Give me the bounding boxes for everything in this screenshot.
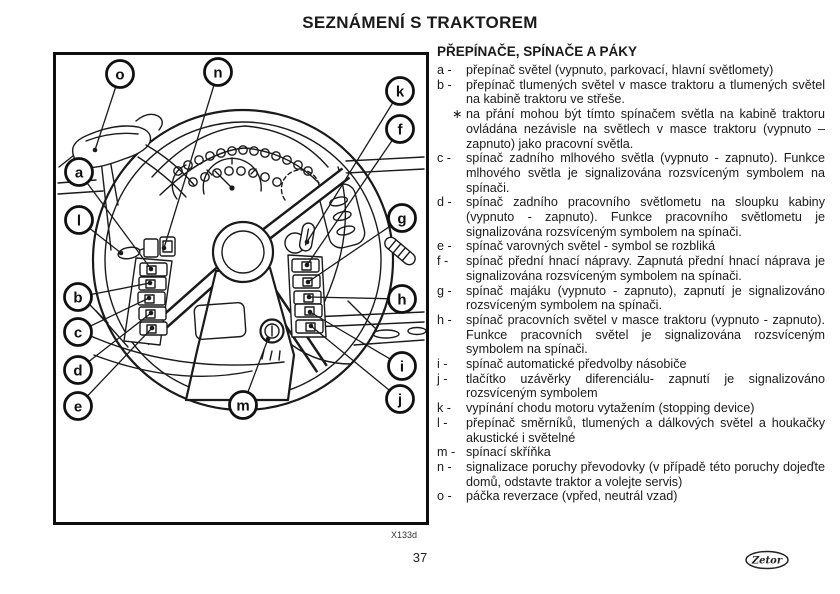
svg-text:f: f	[398, 122, 404, 139]
item-text: tlačítko uzávěrky diferenciálu- zapnutí …	[466, 371, 825, 401]
figure-code: X133d	[390, 530, 417, 540]
item-text: přepínač světel (vypnuto, parkovací, hla…	[466, 63, 774, 77]
svg-text:o: o	[115, 67, 124, 84]
item-label: b -	[437, 77, 452, 92]
callout-e: e	[63, 391, 93, 421]
item-text: spínač zadního pracovního světlometu na …	[466, 195, 825, 239]
item-text: páčka reverzace (vpřed, neutrál vzad)	[466, 489, 678, 504]
steering-column	[83, 266, 352, 402]
item-label: d -	[437, 195, 452, 210]
svg-text:i: i	[400, 359, 404, 376]
item-label: g -	[437, 283, 452, 298]
legend-item-a: a - přepínač světel (vypnuto, parkovací, …	[437, 63, 825, 78]
item-text: spínač zadního mlhového světla (vypnuto …	[466, 151, 825, 195]
item-text: signalizace poruchy převodovky (v případ…	[466, 459, 825, 489]
callout-h: h	[387, 284, 417, 314]
legend-item-k: k - vypínání chodu motoru vytažením (stop…	[437, 401, 825, 416]
legend-item-o: o - páčka reverzace (vpřed, neutrál vzad)	[437, 489, 825, 504]
legend-item-d: d - spínač zadního pracovního světlometu …	[437, 195, 825, 239]
callout-d: d	[63, 355, 93, 385]
item-label: o -	[437, 489, 452, 504]
right-switch-panel	[284, 222, 327, 338]
svg-text:h: h	[397, 292, 406, 309]
page-number: 37	[412, 550, 428, 565]
item-text: spínač automatické předvolby násobiče	[466, 357, 687, 372]
legend-item-e: e - spínač varovných světel - symbol se r…	[437, 239, 825, 254]
legend-item-h: h - spínač pracovních světel v masce trak…	[437, 313, 825, 357]
svg-text:l: l	[77, 213, 81, 230]
item-label: k -	[437, 401, 451, 416]
item-label: c -	[437, 151, 451, 166]
legend-item-b: b - přepínač tlumených světel v masce tra…	[437, 78, 825, 107]
legend-item-i: i - spínač automatické předvolby násobiče	[437, 357, 825, 372]
stopping-device-knob	[298, 222, 316, 252]
item-label: n -	[437, 459, 452, 474]
callout-c: c	[63, 317, 93, 347]
item-text: spínač varovných světel - symbol se rozb…	[466, 239, 716, 254]
callout-a: a	[64, 157, 94, 187]
legend-item-l: l - přepínač směrníků, tlumených a dálkov…	[437, 416, 825, 445]
callout-i: i	[387, 351, 417, 381]
item-label: a -	[437, 63, 452, 77]
svg-text:m: m	[236, 398, 249, 415]
asterisk-marker: ∗	[452, 107, 463, 122]
svg-text:k: k	[396, 84, 405, 101]
item-text: spínací skříňka	[466, 445, 551, 460]
callout-b: b	[63, 282, 93, 312]
legend-section: PŘEPÍNAČE, SPÍNAČE A PÁKY a - přepínač sv…	[437, 44, 825, 504]
section-heading: PŘEPÍNAČE, SPÍNAČE A PÁKY	[437, 44, 638, 59]
svg-text:c: c	[74, 325, 82, 342]
item-label: e -	[437, 239, 452, 254]
item-label: j -	[437, 371, 448, 386]
left-switch-panel	[123, 236, 176, 346]
instrument-cluster	[151, 125, 366, 249]
item-text: spínač majáku (vypnuto - zapnuto), zapnu…	[466, 283, 825, 313]
callout-j: j	[385, 384, 415, 414]
item-label: f -	[437, 254, 449, 269]
item-label: i -	[437, 357, 448, 372]
logo-text: Zetor	[751, 556, 783, 567]
hand-throttle-lever	[384, 236, 416, 266]
logo-oval	[745, 550, 789, 570]
item-text: přepínač směrníků, tlumených a dálkových…	[466, 415, 825, 445]
leader-lines	[77, 71, 403, 407]
item-text: spínač přední hnací nápravy. Zapnutá pře…	[466, 254, 825, 283]
ignition-switch	[259, 318, 285, 344]
callout-l: l	[64, 205, 94, 235]
item-text: přepínač tlumených světel v masce trakto…	[466, 77, 825, 107]
svg-text:g: g	[397, 211, 406, 228]
item-label: h -	[437, 312, 452, 327]
dashboard-diagram: o n k f a l g b h c d i e j m	[57, 57, 427, 421]
legend-item-g: g - spínač majáku (vypnuto - zapnuto), za…	[437, 284, 825, 313]
figure-box: o n k f a l g b h c d i e j m	[53, 52, 429, 525]
legend-item-b-note: ∗na přání mohou být tímto spínačem světl…	[437, 107, 825, 151]
svg-text:a: a	[75, 165, 84, 182]
svg-text:b: b	[73, 290, 82, 307]
legend-item-n: n - signalizace poruchy převodovky (v pří…	[437, 460, 825, 489]
callout-m: m	[228, 390, 258, 420]
page-title: SEZNÁMENÍ S TRAKTOREM	[302, 13, 538, 32]
speedometer-gauge	[202, 157, 262, 195]
item-text: vypínání chodu motoru vytažením (stoppin…	[466, 401, 755, 416]
reverse-lever	[71, 113, 195, 198]
legend-item-c: c - spínač zadního mlhového světla (vypnu…	[437, 151, 825, 195]
callout-markers: o n k f a l g b h c d i e j m	[63, 57, 417, 421]
callout-f: f	[385, 114, 415, 144]
item-label: l -	[437, 415, 448, 430]
legend-item-m: m - spínací skříňka	[437, 445, 825, 460]
svg-text:d: d	[73, 363, 82, 380]
legend-item-j: j - tlačítko uzávěrky diferenciálu- zapnu…	[437, 372, 825, 401]
callout-k: k	[385, 76, 415, 106]
callout-o: o	[105, 59, 135, 89]
legend-item-f: f - spínač přední hnací nápravy. Zapnutá …	[437, 254, 825, 283]
svg-text:j: j	[397, 392, 402, 409]
brand-logo: Zetor	[743, 549, 791, 576]
item-label: m -	[437, 445, 456, 460]
item-text: spínač pracovních světel v masce traktor…	[466, 312, 825, 357]
svg-text:n: n	[213, 65, 222, 82]
callout-g: g	[387, 203, 417, 233]
callout-n: n	[203, 57, 233, 87]
item-text: na přání mohou být tímto spínačem světla…	[466, 107, 825, 151]
svg-text:e: e	[74, 399, 82, 416]
